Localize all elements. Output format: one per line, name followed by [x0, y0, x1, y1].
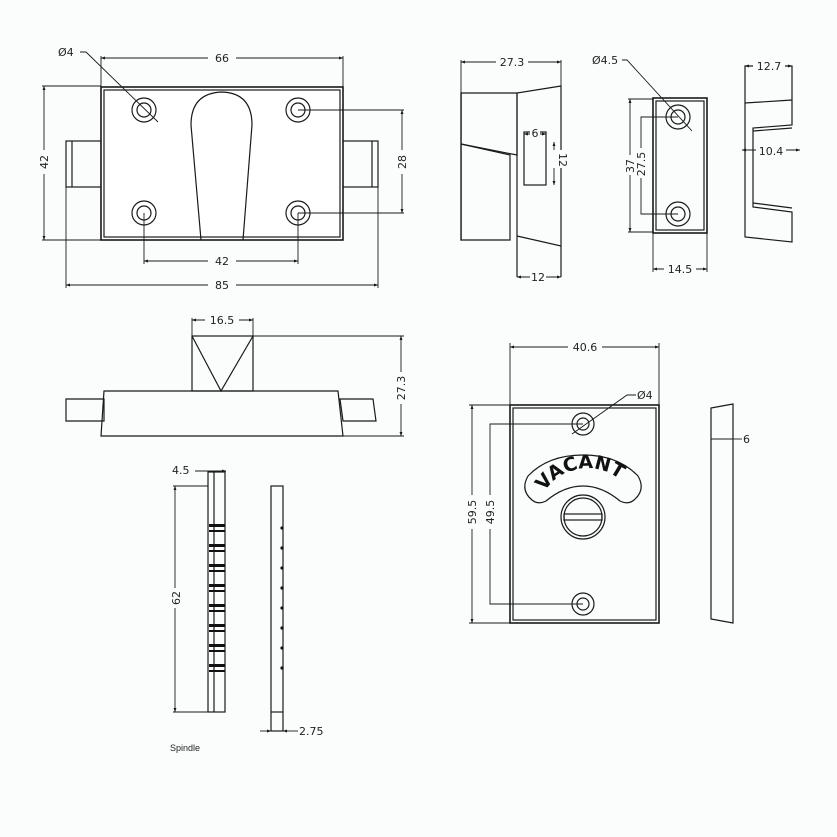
screw-hole-tl: [131, 97, 157, 123]
keep-front-view: 37 27.5 14.5 Ø4.5: [592, 54, 708, 276]
spindle-side-dots: [280, 526, 284, 670]
dim-indicator-hole-dia: Ø4: [637, 389, 653, 402]
keep-side-view: 12.7 10.4: [741, 59, 801, 243]
dim-keep-inner: 10.4: [759, 145, 784, 158]
indicator-text: VACANT: [531, 451, 629, 495]
turn-knob-icon: [560, 494, 606, 540]
side-view: 27.3 6 12 12: [460, 55, 569, 284]
indicator-side-view: 6: [710, 403, 750, 624]
dim-keep-hole-dia: Ø4.5: [592, 54, 618, 67]
top-view: 16.5 27.3: [65, 313, 408, 437]
dim-bolt-depth: 12: [531, 271, 545, 284]
dim-depth: 27.3: [500, 56, 525, 69]
dim-plate-width: 66: [215, 52, 229, 65]
dim-height: 42: [38, 155, 51, 169]
dim-keep-height: 37: [624, 159, 637, 173]
dim-overall-width: 85: [215, 279, 229, 292]
dim-hole-v-spacing: 28: [396, 155, 409, 169]
dim-spindle-thickness: 2.75: [299, 725, 324, 738]
dim-indicator-width: 40.6: [573, 341, 598, 354]
dim-slot-width: 6: [532, 127, 539, 140]
dim-spindle-length: 62: [170, 591, 183, 605]
spindle-caption: Spindle: [170, 743, 200, 753]
dim-indicator-thickness: 6: [743, 433, 750, 446]
dim-keep-depth: 12.7: [757, 60, 782, 73]
spindle-view: 4.5 62 2.75 Spindle: [168, 464, 324, 753]
indicator-front-view: VACANT 40.6 59.5 49.5 Ø4: [465, 340, 660, 624]
spindle-notches: [209, 524, 225, 672]
vacant-badge: [524, 454, 642, 504]
dim-slot-height: 12: [556, 153, 569, 167]
dim-hole-h-spacing: 42: [215, 255, 229, 268]
dim-knob-width: 16.5: [210, 314, 235, 327]
dim-indicator-hole-spacing: 49.5: [484, 500, 497, 525]
front-view: 66 42 28 42 85 Ø4: [37, 46, 410, 292]
dim-spindle-width: 4.5: [172, 464, 190, 477]
dim-keep-width: 14.5: [668, 263, 693, 276]
dim-hole-dia: Ø4: [58, 46, 74, 59]
dim-indicator-height: 59.5: [466, 500, 479, 525]
dim-top-height: 27.3: [395, 376, 408, 401]
dim-keep-hole-spacing: 27.5: [635, 152, 648, 177]
